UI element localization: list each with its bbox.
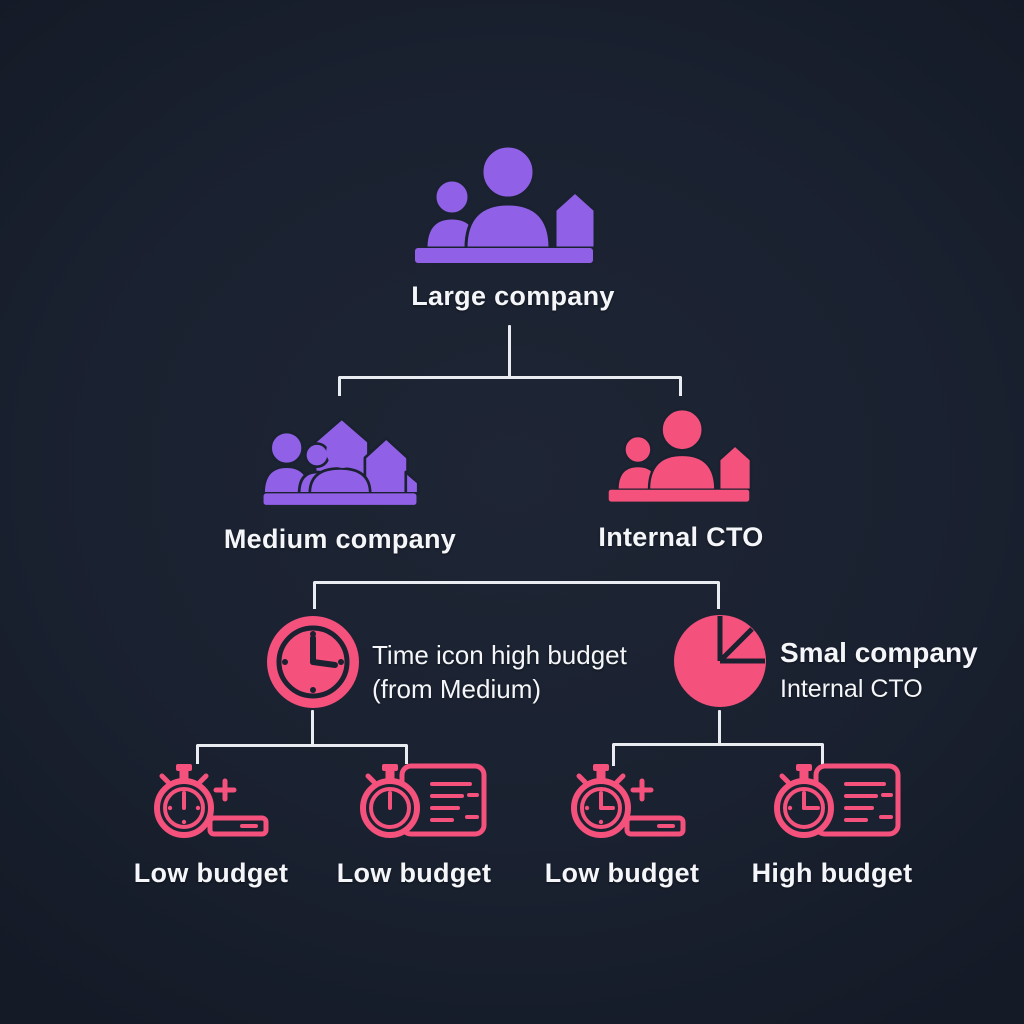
connector-mid-bracket [313,581,720,609]
stopwatch-plus-icon [571,764,686,838]
connector-root-bracket [338,376,682,396]
large-company-label: Large company [411,281,615,311]
small-company-note-line1: Smal company [780,637,978,668]
pie-chart-icon [674,615,766,707]
people-buildings-icon [262,417,420,505]
connector-left-bracket [196,744,408,764]
internal-cto-label: Internal CTO [598,522,764,552]
stopwatch-card-icon [774,763,901,838]
stopwatch-card-icon [360,763,487,838]
people-group-icon [608,408,753,502]
leaf-label-low-budget-1: Low budget [133,858,289,888]
connector-right-bracket [612,743,824,766]
time-budget-note-line1: Time icon high budget [372,640,627,670]
connector-root-stem [508,325,511,378]
people-group-icon [415,144,597,263]
small-company-note: Smal company Internal CTO [780,634,978,706]
connector-right-stem [718,710,721,745]
leaf-label-low-budget-3: Low budget [544,858,700,888]
connector-left-stem [311,710,314,746]
clock-icon [267,616,359,708]
leaf-label-low-budget-2: Low budget [336,858,492,888]
time-budget-note: Time icon high budget (from Medium) [372,638,627,706]
leaf-label-high-budget: High budget [751,858,913,888]
time-budget-note-line2: (from Medium) [372,674,542,704]
small-company-note-line2: Internal CTO [780,675,923,703]
stopwatch-plus-icon [154,764,269,838]
medium-company-label: Medium company [223,524,457,554]
